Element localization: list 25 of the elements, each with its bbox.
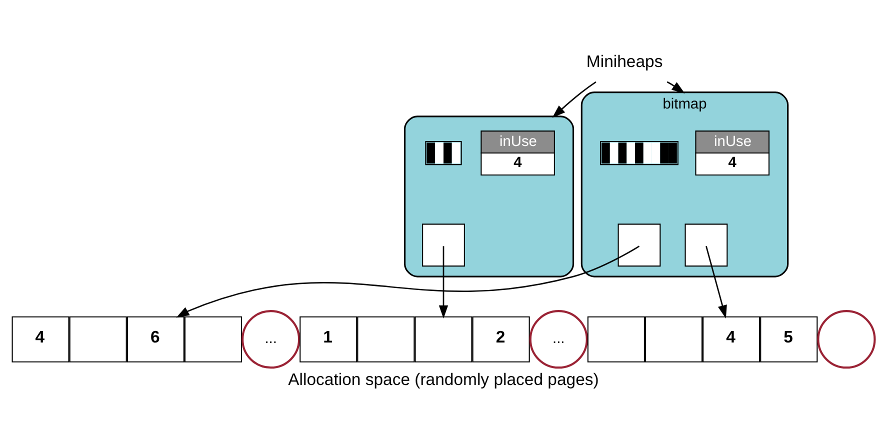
arrow xyxy=(552,80,596,118)
node-box xyxy=(587,316,645,362)
node-circle: ... xyxy=(242,310,300,368)
arrow xyxy=(176,245,640,318)
node-box xyxy=(644,316,703,362)
node-box: 6 xyxy=(126,316,184,362)
caption: Allocation space (randomly placed pages) xyxy=(288,370,599,389)
node-circle: ... xyxy=(529,310,588,368)
node-box xyxy=(184,316,242,362)
node-box: 5 xyxy=(760,316,818,362)
node-box xyxy=(414,316,472,362)
node-text: Miniheaps xyxy=(586,52,663,71)
node-circle xyxy=(817,310,876,368)
arrow xyxy=(666,80,685,94)
node-box: 4 xyxy=(702,316,760,362)
node-box xyxy=(357,316,415,362)
node-box xyxy=(422,223,465,266)
arrow xyxy=(438,246,448,318)
node-box xyxy=(69,316,127,362)
node-box: 2 xyxy=(472,316,530,362)
node-box xyxy=(684,223,728,266)
node-box xyxy=(618,223,661,266)
node-box: 1 xyxy=(300,316,358,362)
node-box: 4 xyxy=(12,316,70,362)
cluster xyxy=(404,115,574,277)
